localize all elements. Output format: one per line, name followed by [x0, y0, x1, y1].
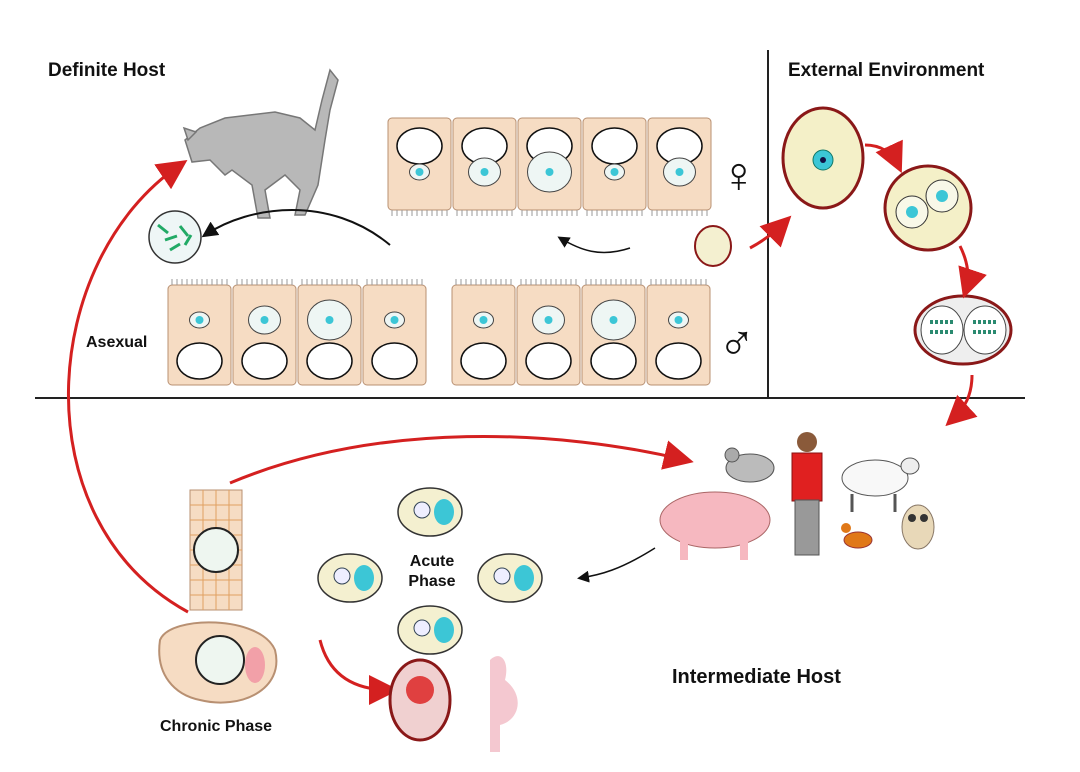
arrow-hosts-to-acute: [577, 547, 656, 583]
arrow-oocyst-1: [864, 139, 903, 174]
epithelial-cell-asexual: [297, 279, 362, 386]
arrow-oocyst-2: [958, 245, 987, 299]
epithelial-cell-male: [516, 279, 581, 386]
owl-icon: [901, 504, 935, 550]
infected-cell: [477, 553, 543, 603]
arrow-chronic-to-cat: [67, 159, 189, 614]
oocyst-sporulating: [883, 164, 973, 252]
gamete-arrow-black: [557, 236, 631, 254]
epithelial-cell-asexual: [362, 279, 427, 386]
arrow-congenital: [318, 639, 399, 705]
epithelial-cell-female: [452, 117, 517, 216]
female-symbol: ♀: [720, 147, 758, 203]
male-symbol: ♂: [718, 313, 756, 369]
epithelial-cell-female: [582, 117, 647, 216]
cycle-arrow-black: [201, 209, 391, 246]
arrow-chronic-to-hosts: [229, 434, 694, 485]
epithelial-cell-female: [647, 117, 712, 216]
epithelial-cell-male: [581, 279, 646, 386]
epithelial-cells: [167, 117, 712, 386]
cat-small-icon: [841, 523, 873, 549]
infected-cell: [397, 487, 463, 537]
pig-icon: [659, 491, 771, 560]
acute-phase-line2: Phase: [408, 573, 455, 590]
epithelial-cell-male: [646, 279, 711, 386]
definite-host-label: Definite Host: [48, 60, 166, 81]
oocyst-sporulated: [913, 294, 1013, 366]
acute-phase-cycle: [317, 487, 543, 655]
merozoite-cluster: [148, 210, 202, 264]
epithelial-cell-female: [517, 117, 582, 216]
arrow-to-external: [749, 215, 792, 250]
pigeon-icon: [724, 447, 775, 483]
brain-cell-tissue-cyst: [158, 621, 278, 704]
fetus-icon: [388, 658, 452, 742]
infected-cell: [397, 605, 463, 655]
cat-icon: [182, 68, 339, 219]
infected-cell: [317, 553, 383, 603]
oocyst-unsporulated: [781, 106, 865, 210]
epithelial-cell-male: [451, 279, 516, 386]
arrow-to-intermediate: [945, 374, 978, 427]
external-environment-label: External Environment: [788, 60, 985, 81]
oocyst-released: [694, 225, 732, 267]
chronic-phase-label: Chronic Phase: [160, 718, 272, 735]
intermediate-host-label: Intermediate Host: [672, 666, 841, 688]
pregnant-woman-icon: [490, 656, 518, 752]
muscle-tissue-cyst: [189, 489, 243, 611]
sheep-icon: [841, 457, 920, 512]
asexual-label: Asexual: [86, 334, 147, 351]
man-icon: [791, 432, 823, 556]
epithelial-cell-asexual: [167, 279, 232, 386]
epithelial-cell-female: [387, 117, 452, 216]
acute-phase-line1: Acute: [410, 553, 455, 570]
epithelial-cell-asexual: [232, 279, 297, 386]
